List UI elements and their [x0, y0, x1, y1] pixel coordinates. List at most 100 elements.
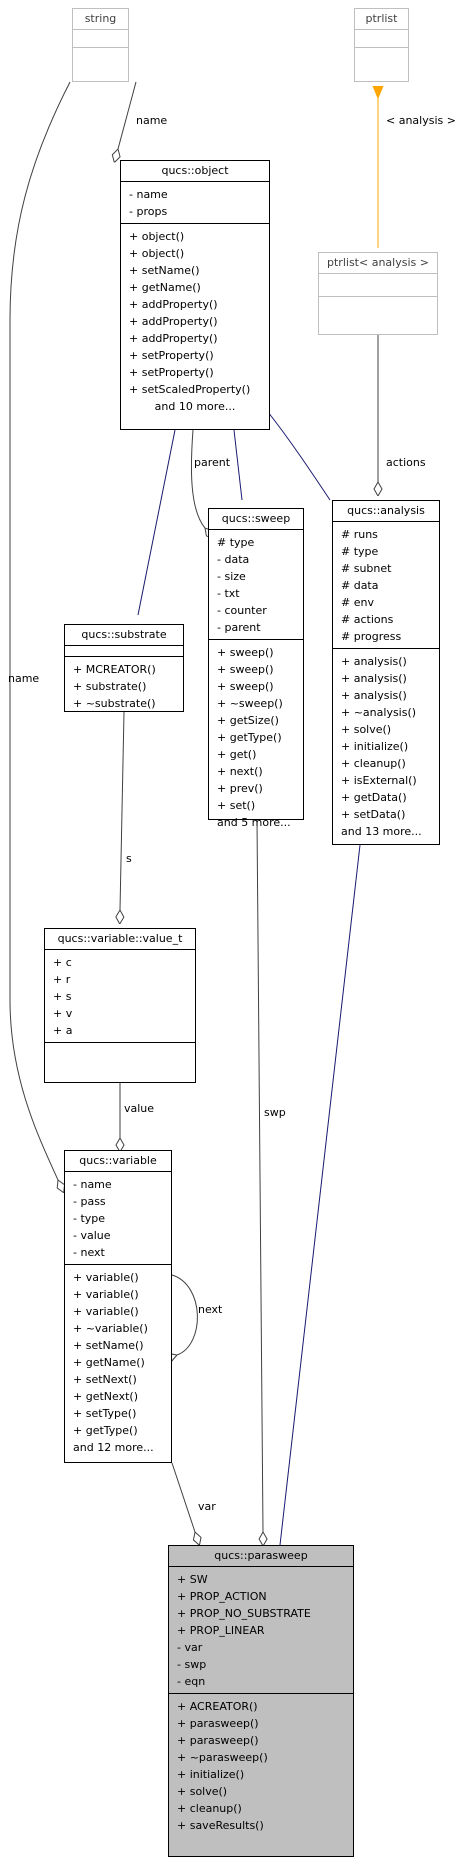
attributes-section: # type - data - size - txt - counter - p…: [209, 529, 303, 639]
method: + getSize(): [217, 714, 279, 727]
method: and 5 more...: [217, 816, 291, 829]
attribute: + v: [53, 1007, 73, 1020]
method: + get(): [217, 748, 257, 761]
method: + setScaledProperty(): [129, 383, 251, 396]
method: + sweep(): [217, 646, 274, 659]
method: and 10 more...: [154, 400, 236, 413]
method: + setNext(): [73, 1373, 137, 1386]
method: + parasweep(): [177, 1717, 259, 1730]
edge-string-variable: [9, 81, 71, 1180]
attribute: - counter: [217, 604, 267, 617]
class-parasweep[interactable]: qucs::parasweep + SW + PROP_ACTION + PRO…: [168, 1545, 354, 1857]
attribute: - txt: [217, 587, 240, 600]
method: + ~analysis(): [341, 706, 417, 719]
attribute: - size: [217, 570, 246, 583]
attribute: + PROP_LINEAR: [177, 1624, 265, 1637]
attribute: - name: [129, 188, 168, 201]
class-title: qucs::parasweep: [214, 1549, 308, 1562]
methods-section: [319, 296, 437, 319]
attribute: - var: [177, 1641, 203, 1654]
edge-string-object: [118, 81, 137, 149]
edge-substrate-value-t: [120, 711, 125, 910]
method: + substrate(): [73, 680, 147, 693]
method: + ~sweep(): [217, 697, 283, 710]
attribute: # progress: [341, 630, 402, 643]
edge-analysis-object-inheritance: [268, 412, 331, 501]
attribute: # actions: [341, 613, 394, 626]
attributes-section: # runs # type # subnet # data # env # ac…: [333, 521, 439, 648]
class-title: qucs::variable::value_t: [57, 932, 183, 945]
edge-label-parent: parent: [194, 456, 231, 469]
method: + variable(): [73, 1305, 139, 1318]
attribute: + c: [53, 956, 72, 969]
attribute: # data: [341, 579, 379, 592]
edge-label-string-object: name: [136, 114, 167, 127]
attributes-section: + SW + PROP_ACTION + PROP_NO_SUBSTRATE +…: [169, 1566, 353, 1693]
method: + solve(): [341, 723, 392, 736]
class-title: ptrlist< analysis >: [327, 256, 429, 269]
attribute: + SW: [177, 1573, 208, 1586]
method: + addProperty(): [129, 332, 218, 345]
class-sweep[interactable]: qucs::sweep # type - data - size - txt -…: [208, 508, 304, 829]
class-analysis[interactable]: qucs::analysis # runs # type # subnet # …: [332, 500, 440, 845]
attribute: - pass: [73, 1195, 106, 1208]
method: + addProperty(): [129, 315, 218, 328]
method: + next(): [217, 765, 263, 778]
method: + setType(): [73, 1407, 137, 1420]
method: + getNext(): [73, 1390, 138, 1403]
attribute: # type: [341, 545, 379, 558]
attributes-section: - name - pass - type - value - next: [65, 1171, 171, 1264]
edge-object-sweep-parent: [190, 429, 205, 528]
method: + setName(): [129, 264, 200, 277]
attribute: - props: [129, 205, 168, 218]
class-ptrlist[interactable]: ptrlist: [354, 8, 409, 82]
method: + ACREATOR(): [177, 1700, 258, 1713]
methods-section: + analysis() + analysis() + analysis() +…: [333, 648, 439, 843]
class-value-t[interactable]: qucs::variable::value_t + c + r + s + v …: [44, 928, 196, 1083]
attribute: # env: [341, 596, 374, 609]
method: + isExternal(): [341, 774, 417, 787]
class-title: ptrlist: [365, 12, 398, 25]
attribute: - eqn: [177, 1675, 206, 1688]
method: + getName(): [129, 281, 201, 294]
edge-label-actions: actions: [386, 456, 426, 469]
method: + ~variable(): [73, 1322, 148, 1335]
method: + variable(): [73, 1288, 139, 1301]
class-title: qucs::variable: [79, 1154, 157, 1167]
attribute: # runs: [341, 528, 378, 541]
attributes-section: [355, 29, 408, 47]
methods-section: [73, 47, 128, 65]
attributes-section: - name - props: [121, 181, 269, 223]
attributes-section: [319, 273, 437, 296]
attribute: # subnet: [341, 562, 392, 575]
attributes-section: [65, 645, 183, 656]
class-ptrlist-analysis[interactable]: ptrlist< analysis >: [318, 252, 438, 335]
class-title: qucs::analysis: [347, 504, 425, 517]
attributes-section: [73, 29, 128, 47]
method: + solve(): [177, 1785, 228, 1798]
class-substrate[interactable]: qucs::substrate + MCREATOR() + substrate…: [64, 624, 184, 712]
attribute: + PROP_ACTION: [177, 1590, 267, 1603]
edge-label-swp: swp: [264, 1106, 286, 1119]
attribute: + PROP_NO_SUBSTRATE: [177, 1607, 311, 1620]
method: + set(): [217, 799, 256, 812]
class-string[interactable]: string: [72, 8, 129, 82]
method: + cleanup(): [177, 1802, 242, 1815]
class-variable[interactable]: qucs::variable - name - pass - type - va…: [64, 1150, 172, 1463]
method: + cleanup(): [341, 757, 406, 770]
edge-label-value: value: [124, 1102, 154, 1115]
edge-label-var: var: [198, 1500, 216, 1513]
edge-label-string-variable: name: [8, 672, 39, 685]
edge-variable-self-next: [172, 1274, 198, 1355]
methods-section: [355, 47, 408, 65]
method: + MCREATOR(): [73, 663, 156, 676]
class-object[interactable]: qucs::object - name - props + object() +…: [120, 160, 270, 430]
edge-label-s: s: [126, 852, 132, 865]
method: + getType(): [217, 731, 282, 744]
methods-section: + ACREATOR() + parasweep() + parasweep()…: [169, 1693, 353, 1837]
method: + setData(): [341, 808, 406, 821]
method: + sweep(): [217, 663, 274, 676]
attribute: - name: [73, 1178, 112, 1191]
